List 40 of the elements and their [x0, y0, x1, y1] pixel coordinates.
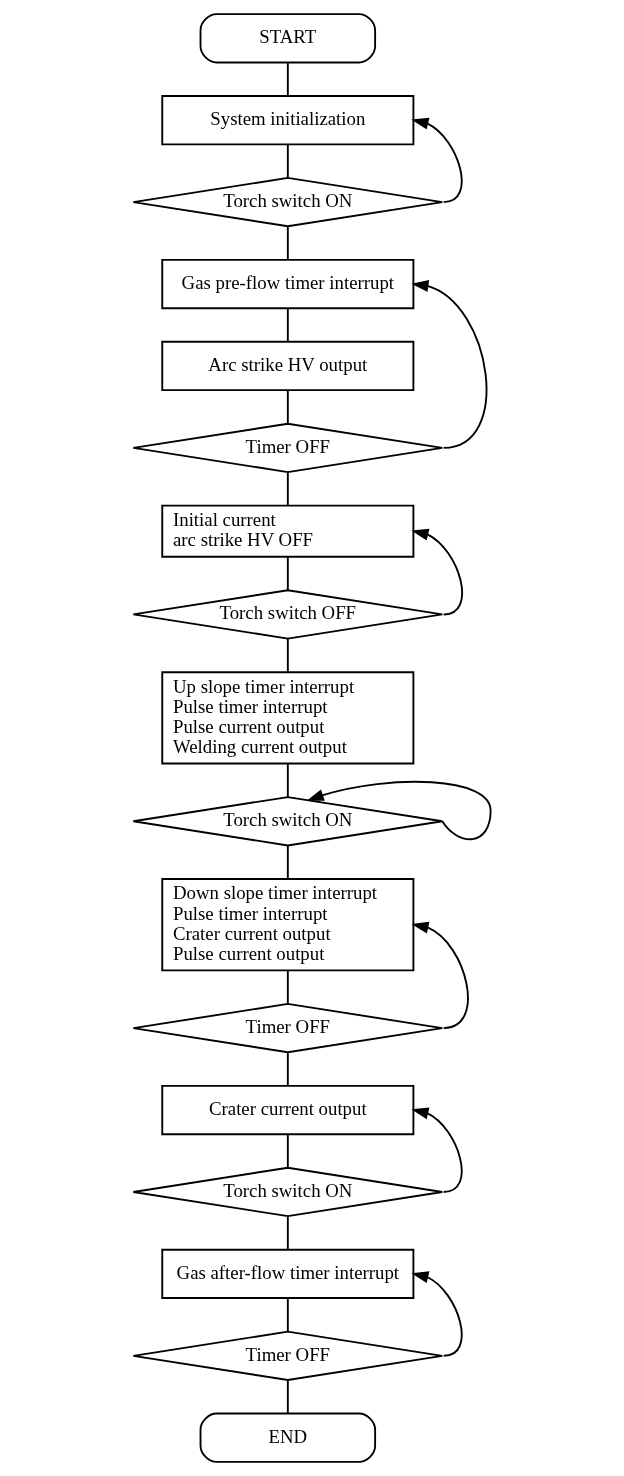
connector — [286, 1051, 289, 1087]
arrow — [411, 528, 463, 616]
node-box: Gas after-flow timer interrupt — [161, 1248, 415, 1299]
connector — [286, 471, 289, 507]
node-diamond: Timer OFF — [132, 422, 444, 474]
arrow — [411, 921, 469, 1030]
connector — [286, 1379, 289, 1415]
connector — [286, 1133, 289, 1169]
node-diamond: Timer OFF — [132, 1330, 444, 1381]
node-diamond: Torch switch ON — [132, 796, 444, 847]
node-box: Initial current arc strike HV OFF — [161, 504, 415, 558]
connector — [286, 143, 289, 179]
arrow — [411, 280, 488, 449]
node-diamond: Timer OFF — [132, 1002, 444, 1054]
node-box: Down slope timer interrupt Pulse timer interrupt Crater current output Pulse current output — [161, 878, 415, 972]
node-box: System initialization — [161, 95, 415, 146]
connector — [286, 762, 289, 798]
connector — [286, 637, 289, 673]
connector — [286, 61, 289, 97]
connector — [286, 1297, 289, 1333]
connector — [286, 555, 289, 591]
connector — [286, 1215, 289, 1251]
arrow — [411, 1107, 463, 1193]
connector — [286, 844, 289, 880]
node-box: Crater current output — [161, 1084, 415, 1136]
node-diamond: Torch switch ON — [132, 1166, 444, 1218]
node-diamond: Torch switch ON — [132, 177, 444, 228]
connector — [286, 307, 289, 343]
node-box: Arc strike HV output — [161, 340, 415, 392]
node-box: Up slope timer interrupt Pulse timer interrupt Pulse current output Welding current output — [161, 671, 415, 765]
connector — [286, 389, 289, 425]
node-box: Gas pre-flow timer interrupt — [161, 258, 415, 310]
connector — [286, 225, 289, 261]
node-diamond: Torch switch OFF — [132, 589, 444, 640]
connector — [286, 969, 289, 1005]
node-box: END — [199, 1412, 377, 1463]
node-box: START — [199, 13, 377, 64]
arrow — [411, 1271, 463, 1357]
arrow — [411, 117, 463, 204]
arrow — [306, 780, 492, 841]
